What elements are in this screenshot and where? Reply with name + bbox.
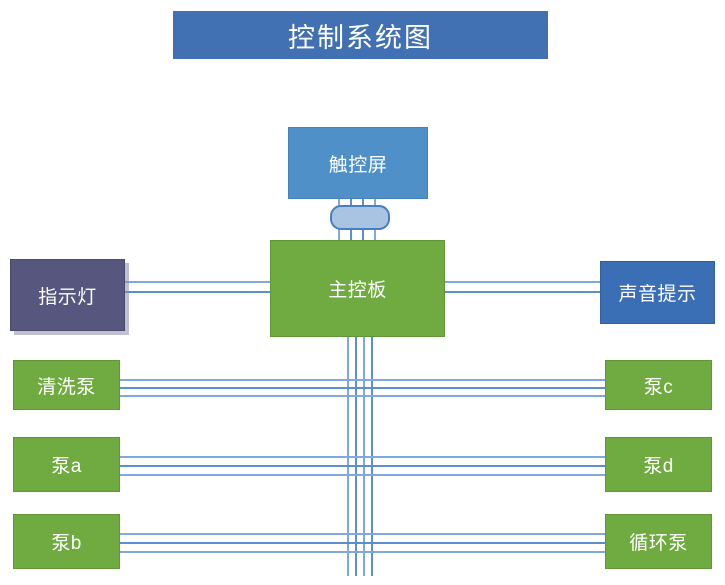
node-pump-wash-label: 清洗泵 — [37, 376, 96, 398]
node-pump-b-label: 泵b — [51, 533, 82, 554]
node-pump-circ-label: 循环泵 — [629, 533, 688, 554]
node-pump-circ[interactable]: 循环泵 — [605, 514, 712, 569]
node-sound-alert[interactable]: 声音提示 — [600, 261, 715, 324]
wire-row2-2 — [120, 465, 606, 467]
node-pump-a[interactable]: 泵a — [13, 437, 120, 492]
wire-indicator-main-1 — [125, 281, 271, 283]
page-title: 控制系统图 — [173, 11, 548, 59]
wire-main-sound-2 — [444, 291, 601, 293]
wire-row1-2 — [120, 387, 606, 389]
wire-row3-2 — [120, 542, 606, 544]
node-pump-b[interactable]: 泵b — [13, 514, 120, 569]
node-main-board-label: 主控板 — [328, 280, 387, 301]
node-indicator-light-label: 指示灯 — [38, 286, 97, 308]
node-sound-alert-label: 声音提示 — [618, 284, 697, 305]
node-pump-d-label: 泵d — [643, 456, 674, 477]
node-touch-screen[interactable]: 触控屏 — [288, 127, 428, 199]
node-pump-c[interactable]: 泵c — [605, 360, 712, 410]
wire-row3-3 — [120, 551, 606, 553]
wire-row1-1 — [120, 379, 606, 381]
wire-row3-1 — [120, 533, 606, 535]
node-touch-screen-label: 触控屏 — [328, 154, 388, 176]
wire-row2-1 — [120, 456, 606, 458]
wire-row1-3 — [120, 395, 606, 397]
wire-indicator-main-2 — [125, 291, 271, 293]
node-main-board[interactable]: 主控板 — [270, 240, 445, 337]
node-pump-d[interactable]: 泵d — [605, 437, 712, 492]
wire-main-sound-1 — [444, 281, 601, 283]
node-indicator-light[interactable]: 指示灯 — [10, 259, 125, 331]
connector-plug-icon — [330, 205, 390, 230]
wire-row2-3 — [120, 474, 606, 476]
node-pump-a-label: 泵a — [51, 456, 82, 477]
node-pump-c-label: 泵c — [643, 376, 674, 398]
node-pump-wash[interactable]: 清洗泵 — [13, 360, 120, 410]
